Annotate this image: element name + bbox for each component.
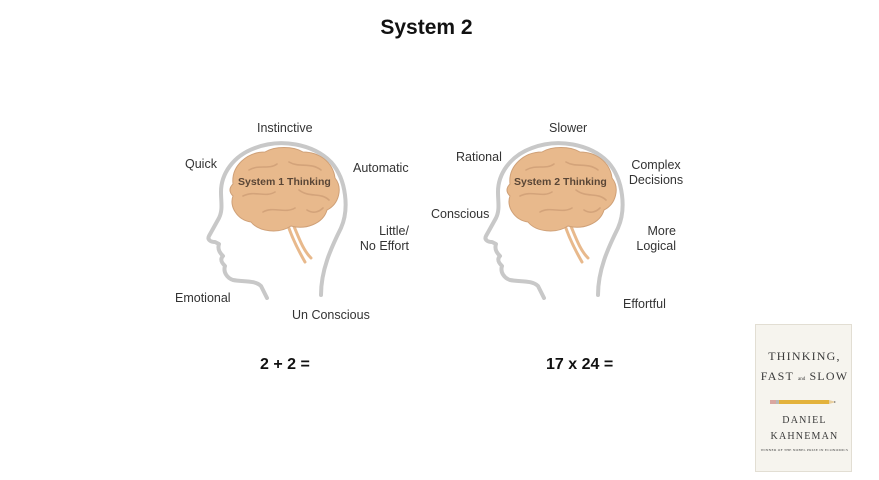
book-title-and: and — [798, 377, 806, 382]
label-more: More — [647, 224, 676, 238]
label-complex-decisions: Complex Decisions — [626, 158, 686, 188]
head-silhouette-system2 — [483, 141, 625, 300]
book-cover: THINKING, FAST and SLOW DANIEL KAHNEMAN … — [755, 324, 852, 472]
book-author-first: DANIEL — [782, 415, 827, 426]
equation-right: 17 x 24 = — [546, 356, 614, 373]
book-author-last: KAHNEMAN — [770, 431, 839, 442]
brain-folds — [519, 161, 607, 213]
label-conscious: Conscious — [431, 207, 490, 221]
label-slower: Slower — [549, 121, 588, 135]
label-more-logical: More Logical — [628, 224, 676, 254]
label-rational: Rational — [456, 150, 502, 164]
label-logical: Logical — [636, 239, 676, 253]
book-tagline: WINNER OF THE NOBEL PRIZE IN ECONOMICS — [760, 448, 849, 452]
slide-title: System 2 — [380, 16, 473, 39]
label-automatic: Automatic — [353, 161, 409, 175]
label-quick: Quick — [185, 157, 217, 171]
book-title-line2: FAST and SLOW — [756, 369, 853, 384]
brain-shape — [506, 147, 617, 232]
brain-stem — [562, 220, 590, 264]
head-silhouette-system1 — [206, 141, 348, 300]
book-title-slow: SLOW — [809, 369, 849, 383]
label-emotional: Emotional — [175, 291, 231, 305]
brain-label-system2: System 2 Thinking — [514, 176, 607, 188]
label-no-effort: No Effort — [359, 239, 409, 253]
head-outline — [483, 141, 625, 300]
label-instinctive: Instinctive — [257, 121, 313, 135]
label-decisions: Decisions — [628, 173, 684, 187]
label-complex: Complex — [631, 158, 681, 172]
brain-stem — [285, 220, 313, 264]
label-effortful: Effortful — [623, 297, 666, 311]
brain-label-system1: System 1 Thinking — [238, 176, 331, 188]
book-title-line1: THINKING, — [768, 349, 841, 363]
label-little: Little/ — [379, 224, 409, 238]
label-un-conscious: Un Conscious — [292, 308, 370, 322]
label-little-no-effort: Little/ No Effort — [352, 224, 409, 254]
head-outline — [206, 141, 348, 300]
book-title-fast: FAST — [760, 369, 794, 383]
pencil-icon — [770, 400, 836, 404]
brain-shape — [229, 147, 340, 232]
brain-folds — [242, 161, 330, 213]
equation-left: 2 + 2 = — [260, 356, 310, 373]
